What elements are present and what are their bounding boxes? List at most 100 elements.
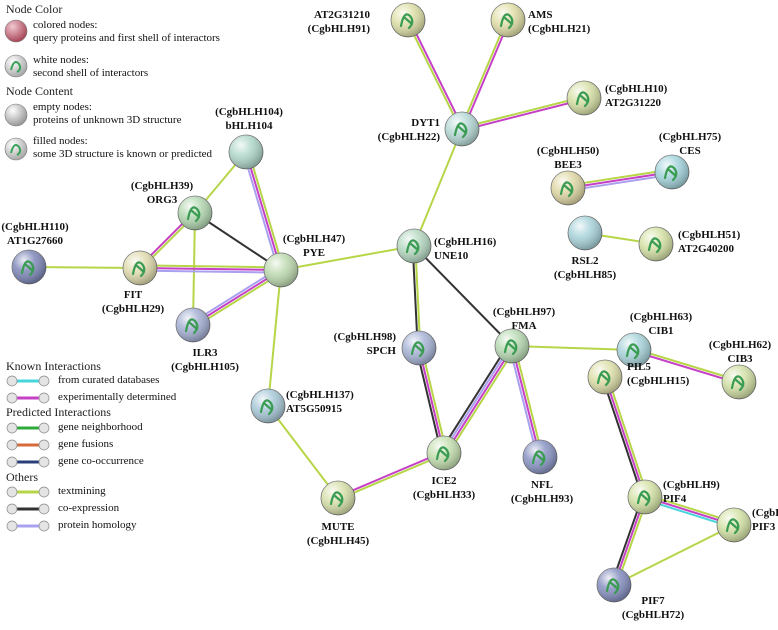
node-label-line2: PIF4 [663, 493, 687, 505]
edge-line-textmining [420, 347, 448, 453]
node-AT2G40200[interactable]: (CgbHLH51) AT2G40200 [638, 226, 741, 262]
node-CgbHLH10[interactable]: (CgbHLH10)AT2G31220 [566, 80, 668, 116]
protein-structure-icon [184, 318, 199, 335]
edge-line-experimental [444, 346, 514, 455]
node-CIB1[interactable]: (CgbHLH63)CIB1 [616, 311, 693, 368]
node-ILR3[interactable]: ILR3(CgbHLH105) [171, 307, 239, 373]
edge-line-textmining [446, 347, 517, 456]
protein-structure-icon [605, 578, 620, 595]
protein-structure-icon [186, 206, 201, 223]
node-PIF4[interactable]: (CgbHLH9) PIF4 [627, 479, 720, 515]
node-ORG3[interactable]: (CgbHLH39)ORG3 [131, 180, 213, 231]
edge-line-coexpression [439, 343, 510, 452]
node-ICE2[interactable]: ICE2(CgbHLH33) [413, 435, 476, 501]
edge-line-homology [139, 269, 281, 274]
edge-line-coexpression [601, 377, 644, 499]
edge-line-textmining [513, 345, 544, 457]
edge-line-textmining [606, 375, 649, 497]
protein-structure-icon [329, 491, 344, 508]
node-label-line2: BEE3 [554, 159, 582, 171]
edge-AT1G27660-FIT [28, 266, 141, 269]
node-label-line2: (CgbHLH45) [307, 535, 370, 547]
edge-line-homology [568, 173, 673, 192]
protein-structure-icon [730, 375, 745, 392]
node-label-line2: PYE [303, 247, 325, 259]
protein-structure-icon [20, 260, 35, 277]
node-AT1G27660[interactable]: (CgbHLH110)AT1G27660 [1, 221, 69, 285]
node-label-line2: (CgbHLH72) [622, 609, 685, 621]
node-label-line1: (CgbHLH8) [752, 507, 778, 519]
edge-BEE3-CES [567, 168, 673, 192]
edge-line-homology [191, 266, 281, 324]
protein-structure-icon [453, 122, 468, 139]
node-AT5G50915[interactable]: (CgbHLH137) AT5G50915 [250, 388, 354, 424]
edge-line-coexpression [413, 245, 513, 347]
edge-line-textmining [267, 269, 282, 407]
protein-structure-icon [559, 181, 574, 198]
edge-UNE10-FMA [413, 245, 513, 347]
node-label-line2: (CgbHLH33) [413, 489, 476, 501]
node-label-line2: (CgbHLH93) [511, 493, 574, 505]
protein-structure-icon [625, 343, 640, 360]
edge-line-experimental [567, 171, 673, 189]
node-AMS[interactable]: AMS(CgbHLH21) [490, 2, 591, 38]
node-label-line2: UNE10 [434, 250, 469, 262]
node-CIB3[interactable]: (CgbHLH62)CIB3 [709, 339, 772, 400]
node-label-line2: (CgbHLH29) [102, 303, 165, 315]
node-label-line2: (CgbHLH15) [627, 375, 690, 387]
node-label-line1: RSL2 [572, 255, 599, 267]
node-RSL2[interactable]: RSL2 (CgbHLH85) [554, 215, 617, 281]
node-PIL5[interactable]: PIL5(CgbHLH15) [587, 359, 690, 395]
node-label-line1: PIF7 [641, 595, 665, 607]
protein-structure-icon [725, 518, 740, 535]
node-label-line1: (CgbHLH75) [659, 131, 722, 143]
node-label-line2: ORG3 [147, 194, 178, 206]
node-label-line2: AT5G50915 [286, 403, 343, 415]
node-bHLH104[interactable]: (CgbHLH104) bHLH104 [215, 106, 283, 170]
node-UNE10[interactable]: (CgbHLH16)UNE10 [396, 228, 497, 264]
edge-line-experimental [245, 151, 282, 271]
node-label-line2: CIB1 [648, 325, 673, 337]
protein-structure-icon [636, 490, 651, 507]
node-label-line1: (CgbHLH104) [215, 106, 283, 118]
node-label-line2: AT2G40200 [678, 243, 735, 255]
node-DYT1[interactable]: DYT1(CgbHLH22) [378, 111, 480, 147]
node-MUTE[interactable]: MUTE(CgbHLH45) [307, 480, 370, 547]
node-PIF7[interactable]: PIF7 (CgbHLH72) [596, 567, 685, 621]
node-NFL[interactable]: NFL(CgbHLH93) [511, 439, 574, 505]
edge-line-textmining [461, 95, 584, 129]
node-label-line2: (CgbHLH85) [554, 269, 617, 281]
node-label-line1: FIT [124, 289, 143, 301]
edge-DYT1-AT2G31210 [405, 18, 465, 131]
node-label-line2: FMA [511, 320, 536, 332]
edge-line-textmining [193, 271, 283, 329]
node-BEE3[interactable]: (CgbHLH50)BEE3 [537, 145, 600, 206]
node-label-line2: CIB3 [727, 353, 753, 365]
protein-structure-icon [405, 239, 420, 256]
edge-line-experimental [139, 267, 282, 271]
node-PIF3[interactable]: (CgbHLH8)PIF3 [716, 507, 778, 543]
node-label-line1: (CgbHLH137) [286, 389, 354, 401]
node-gloss [229, 135, 263, 169]
node-label-line2: bHLH104 [225, 120, 273, 132]
node-FMA[interactable]: (CgbHLH97)FMA [493, 306, 556, 364]
edge-line-experimental [604, 376, 646, 498]
protein-structure-icon [410, 341, 425, 358]
node-label-line2: AT1G27660 [7, 235, 64, 247]
node-AT2G31210[interactable]: AT2G31210(CgbHLH91) [308, 2, 426, 38]
protein-structure-icon [131, 261, 146, 278]
node-PYE[interactable]: (CgbHLH47)PYE [263, 233, 346, 288]
edge-PIL5-PIF4 [601, 375, 649, 499]
node-CES[interactable]: (CgbHLH75)CES [654, 131, 722, 190]
edge-SPCH-ICE2 [415, 347, 448, 454]
edge-line-homology [508, 346, 539, 458]
node-label-line1: (CgbHLH9) [663, 479, 720, 491]
edge-PYE-UNE10 [280, 245, 415, 271]
node-FIT[interactable]: FIT (CgbHLH29) [102, 250, 165, 315]
node-SPCH[interactable]: (CgbHLH98)SPCH [334, 330, 437, 366]
edge-line-textmining [511, 345, 635, 351]
node-label-line1: (CgbHLH51) [678, 229, 741, 241]
node-label-line1: (CgbHLH10) [605, 83, 668, 95]
node-label-line2: (CgbHLH21) [528, 23, 591, 35]
